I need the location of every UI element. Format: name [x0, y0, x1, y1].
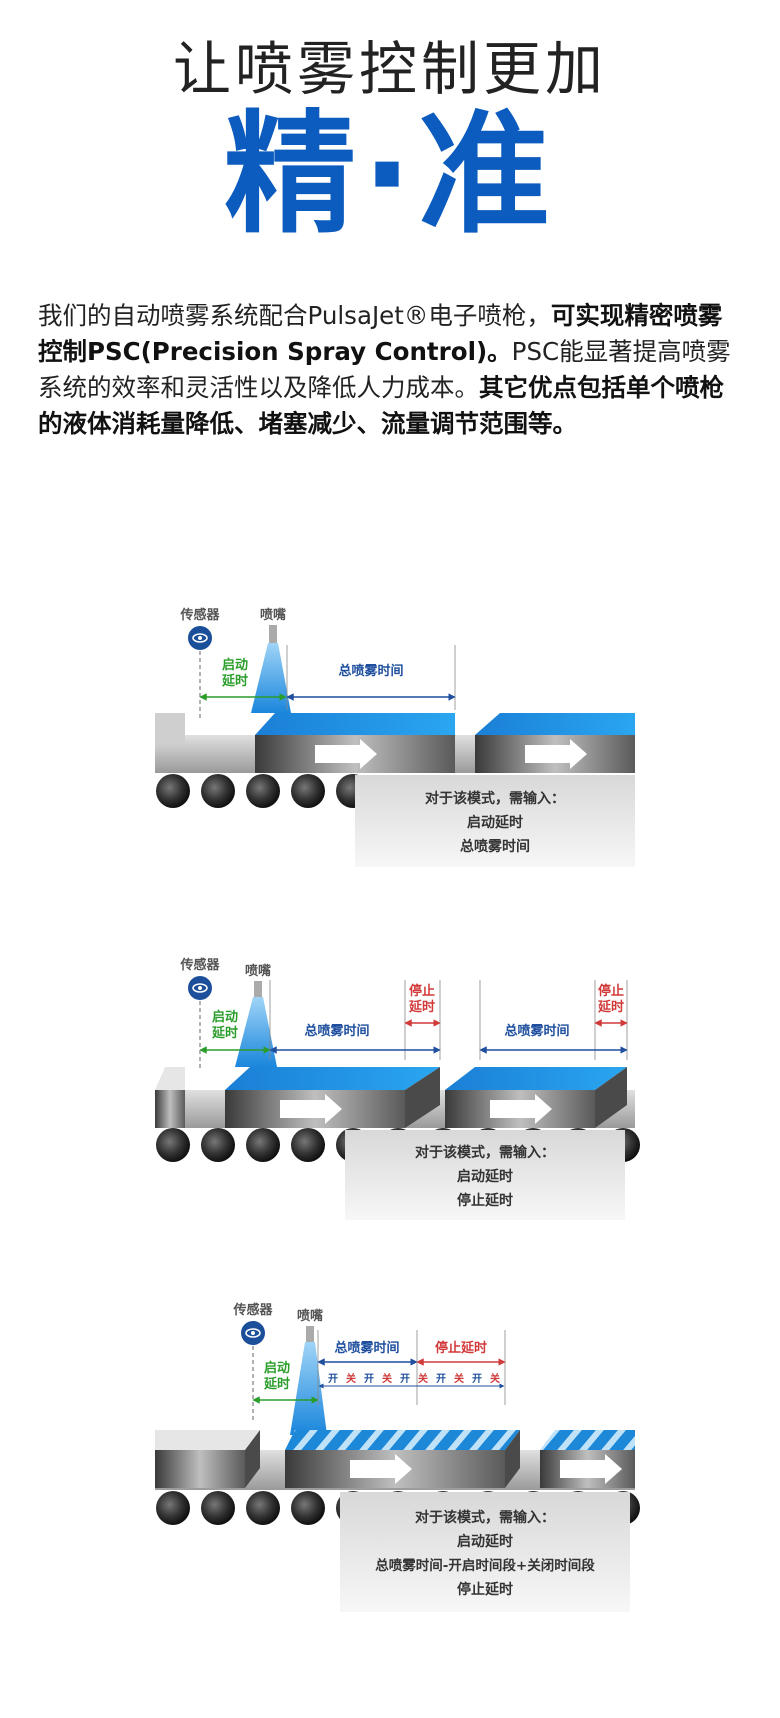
- on-label: 开: [364, 1373, 374, 1385]
- product-1-top: [225, 1067, 440, 1090]
- mode-header: 对于该模式，需输入：: [425, 790, 565, 807]
- mode-line: 停止延时: [457, 1192, 513, 1209]
- intro-text-1: 我们的自动喷雾系统配合PulsaJet®电子喷枪，: [38, 301, 551, 330]
- intro-paragraph: 我们的自动喷雾系统配合PulsaJet®电子喷枪，可实现精密喷雾控制PSC(Pr…: [38, 298, 742, 442]
- total-spray-label: 总喷雾时间: [304, 1023, 369, 1039]
- spray-cone: [290, 1342, 327, 1435]
- on-label: 开: [328, 1373, 338, 1385]
- sensor-label: 传感器: [232, 1302, 273, 1318]
- nozzle-icon: [306, 1326, 314, 1342]
- mode-line: 启动延时: [467, 814, 523, 831]
- start-delay-label: 启动: [222, 657, 248, 673]
- on-label: 开: [436, 1373, 446, 1385]
- mode-info-box: [340, 1492, 630, 1612]
- rollers: [156, 774, 370, 808]
- spray-cone: [251, 643, 291, 713]
- total-spray-label: 总喷雾时间: [334, 1340, 399, 1356]
- arrow-right-icon: [490, 1094, 552, 1124]
- arrow-right-icon: [280, 1094, 342, 1124]
- on-off-sequence: 开 关 开 关 开 关 开 关 开 关: [328, 1372, 500, 1385]
- total-spray-label: 总喷雾时间: [338, 663, 403, 679]
- product-2-top: [445, 1067, 627, 1090]
- mode-header: 对于该模式，需输入：: [415, 1144, 555, 1161]
- page-title-main: 精·准: [223, 98, 557, 252]
- sensor-label: 传感器: [179, 607, 220, 623]
- off-label: 关: [490, 1372, 500, 1385]
- product-2-top: [540, 1430, 635, 1450]
- diagram-mode-2: 传感器 喷嘴 启动 延时 总喷雾时间 停止 延时 总喷雾时间 停止 延时 对于该…: [155, 957, 640, 1220]
- diagram-mode-3: 传感器 喷嘴 启动 延时 总喷雾时间 停止延时 开 关 开 关 开 关 开 关 …: [155, 1302, 640, 1612]
- arrow-right-icon: [315, 739, 377, 769]
- mode-line: 启动延时: [457, 1168, 513, 1185]
- sensor-label: 传感器: [179, 957, 220, 973]
- page-title-line1: 让喷雾控制更加: [172, 35, 607, 103]
- intro-bold-2: 其它优点包括单个喷枪的液体消耗量降低、堵塞减少、流量调节范围等。: [38, 373, 724, 438]
- spray-cone: [235, 997, 277, 1067]
- stop-delay-label-2: 延时: [597, 999, 624, 1015]
- product-block-left: [155, 1067, 185, 1090]
- arrow-right-icon: [560, 1454, 622, 1484]
- product-1-top: [285, 1430, 520, 1450]
- product-block-left: [155, 1430, 260, 1450]
- mode-info-box: [355, 775, 635, 867]
- intro-text-2: PSC能显著提高喷雾系统的效率和灵活性以及降低人力成本。: [38, 337, 731, 402]
- start-delay-label-2: 延时: [221, 673, 248, 689]
- arrow-right-icon: [525, 739, 587, 769]
- on-label: 开: [472, 1373, 482, 1385]
- product-block-left: [155, 713, 185, 743]
- mode-header: 对于该模式，需输入：: [415, 1509, 555, 1526]
- off-label: 关: [346, 1372, 356, 1385]
- nozzle-icon: [254, 981, 262, 997]
- stop-delay-label: 停止: [598, 983, 624, 999]
- mode-line: 总喷雾时间-开启时间段+关闭时间段: [375, 1557, 595, 1574]
- arrow-right-icon: [350, 1454, 412, 1484]
- mode-line: 启动延时: [457, 1533, 513, 1550]
- on-label: 开: [400, 1373, 410, 1385]
- nozzle-label: 喷嘴: [245, 963, 271, 979]
- total-spray-label: 总喷雾时间: [504, 1023, 569, 1039]
- nozzle-icon: [269, 625, 277, 643]
- nozzle-label: 喷嘴: [260, 607, 286, 623]
- start-delay-label: 启动: [212, 1009, 238, 1025]
- nozzle-label: 喷嘴: [297, 1308, 323, 1324]
- start-delay-label-2: 延时: [211, 1025, 238, 1041]
- off-label: 关: [454, 1372, 464, 1385]
- stop-delay-label: 停止: [409, 983, 435, 999]
- stop-delay-label-2: 延时: [408, 999, 435, 1015]
- start-delay-label: 启动: [264, 1360, 290, 1376]
- off-label: 关: [418, 1372, 428, 1385]
- start-delay-label-2: 延时: [263, 1376, 290, 1392]
- stop-delay-label: 停止延时: [435, 1340, 487, 1356]
- diagram-mode-1: 传感器 喷嘴 启动 延时 总喷雾时间 对于该模式，需输入： 启动延时 总喷雾时间: [155, 607, 635, 867]
- product-2-top: [475, 713, 635, 735]
- mode-line: 总喷雾时间: [460, 838, 530, 855]
- product-1-top: [255, 713, 455, 735]
- mode-line: 停止延时: [457, 1581, 513, 1598]
- intro-bold-1: 可实现精密喷雾控制PSC(Precision Spray Control)。: [38, 301, 723, 366]
- off-label: 关: [382, 1372, 392, 1385]
- mode-info-box: [345, 1130, 625, 1220]
